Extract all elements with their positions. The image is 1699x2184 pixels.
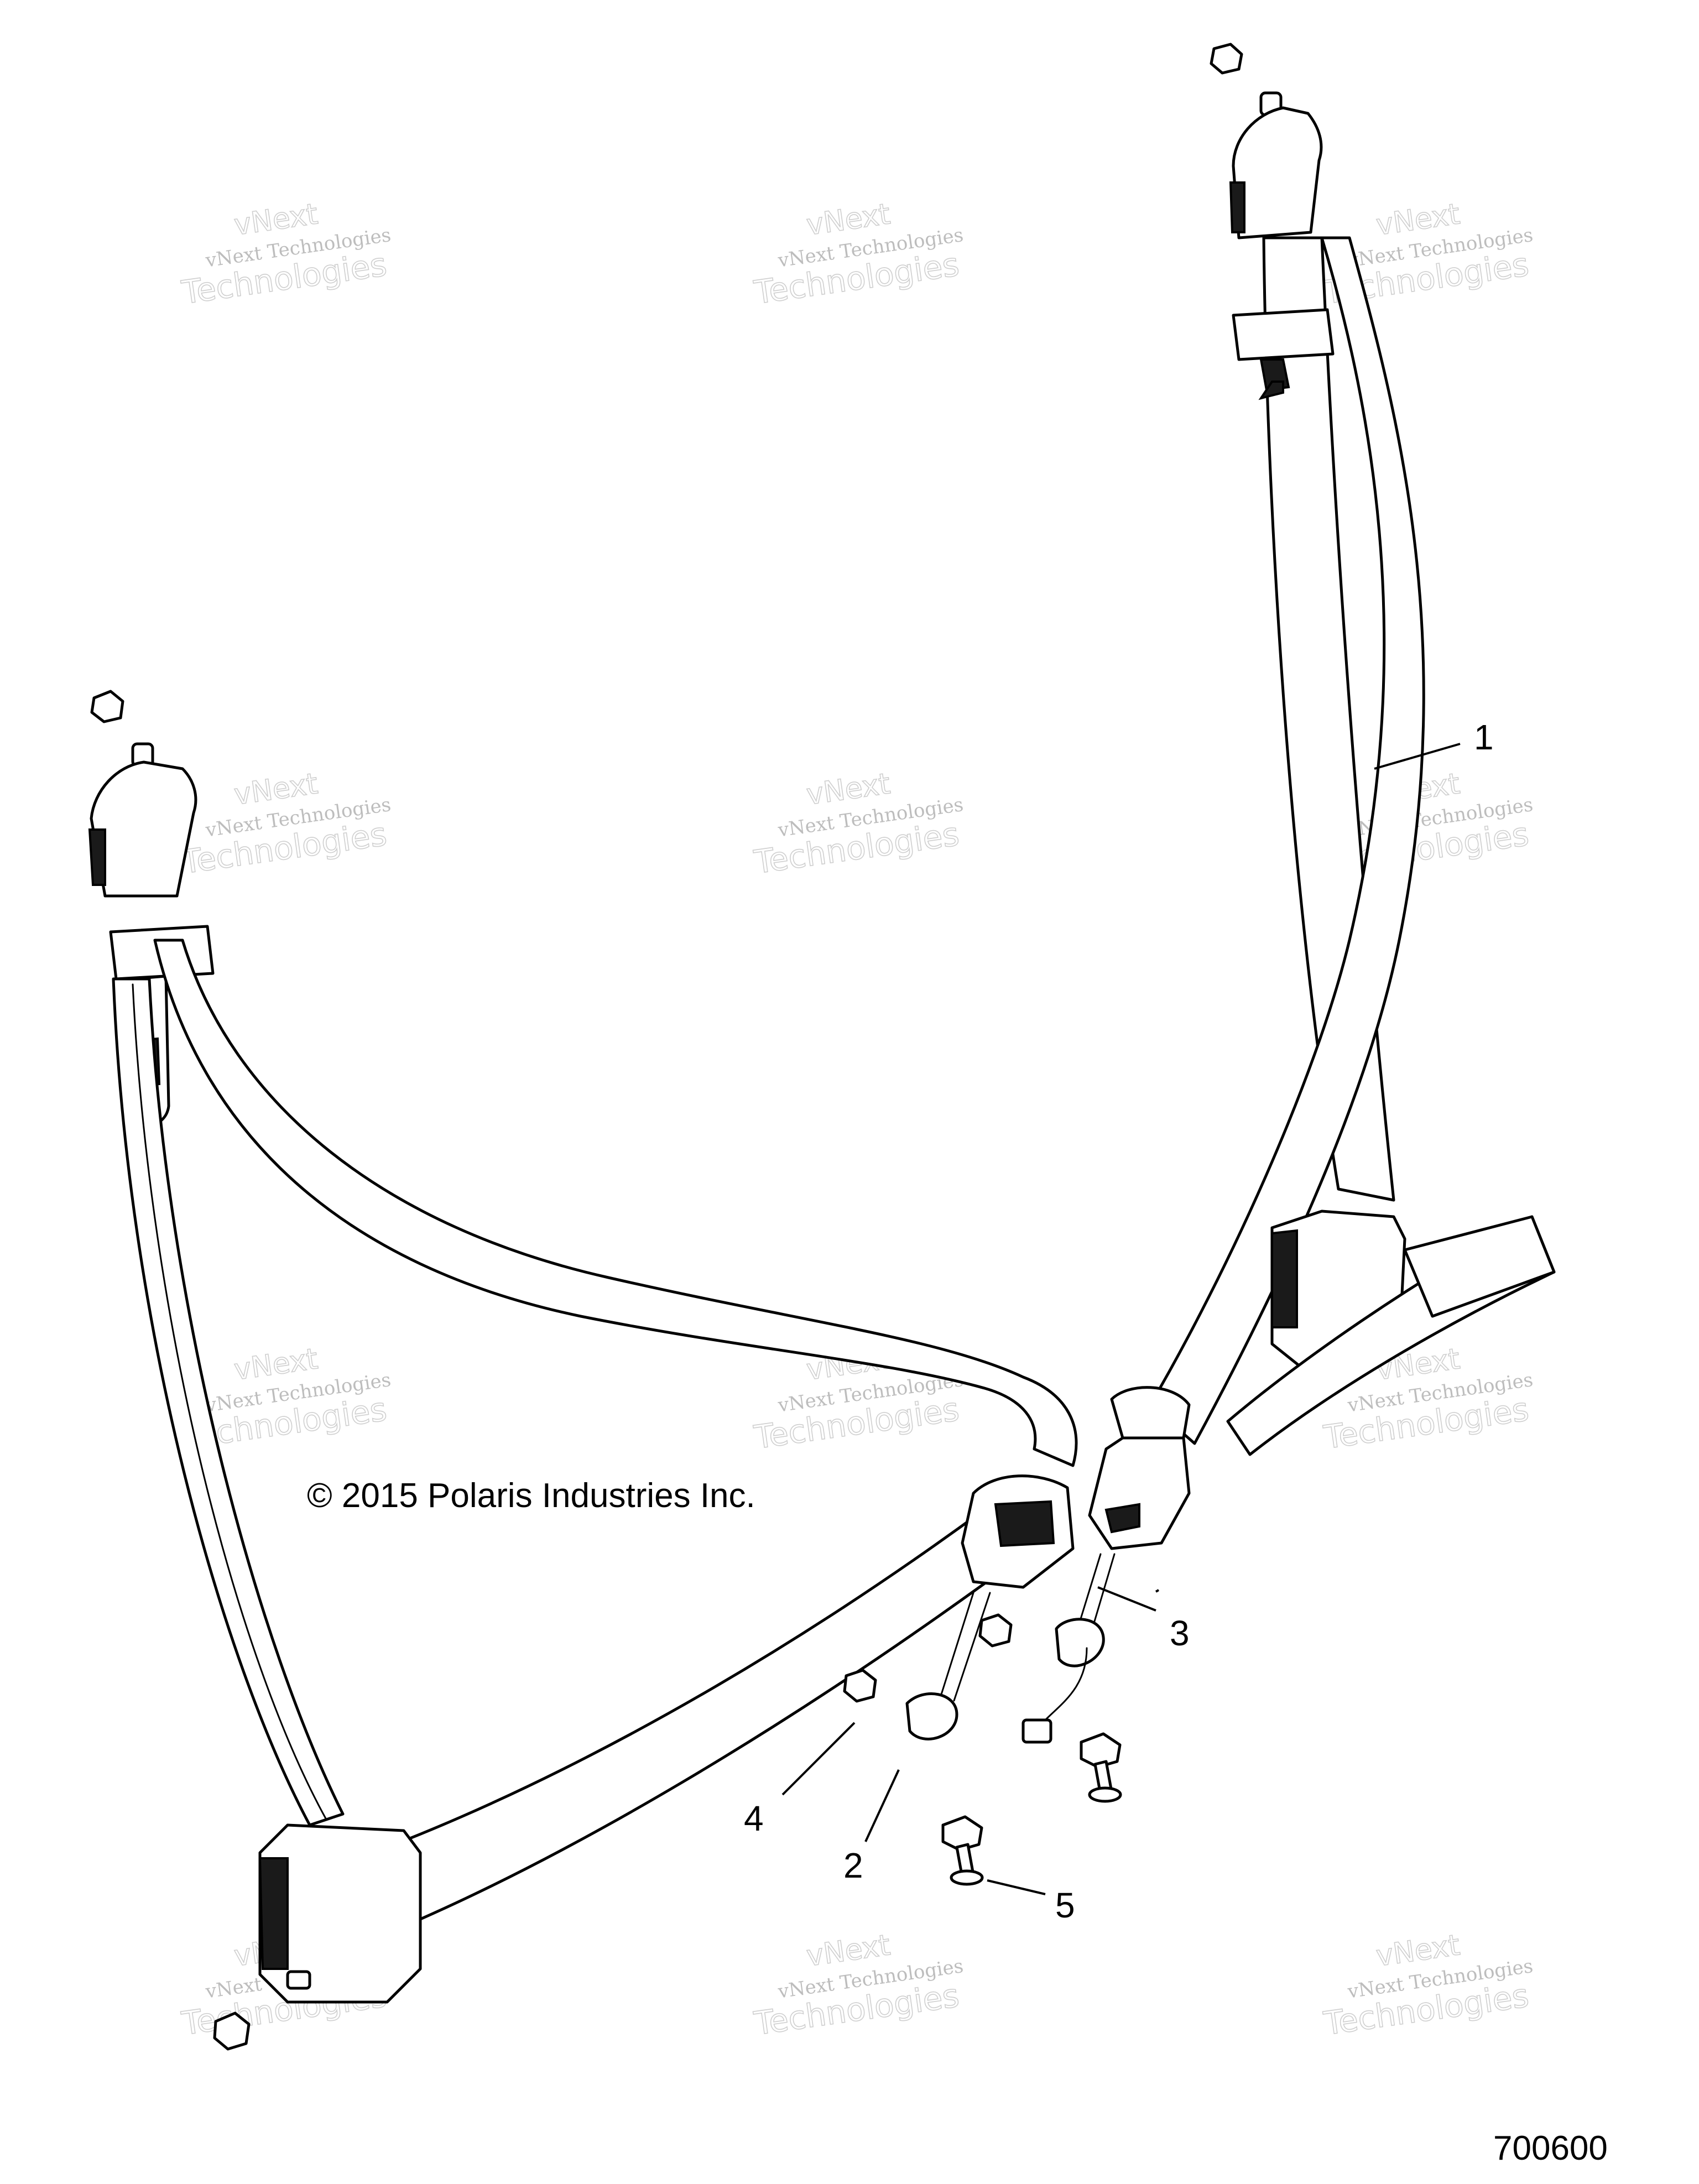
left-retractor-nut bbox=[213, 2011, 251, 2051]
hex-nut-lower bbox=[843, 1669, 877, 1703]
left-tongue-cable-a bbox=[939, 1592, 974, 1699]
watermark: vNext vNext Technologies Technologies bbox=[751, 1928, 965, 2043]
right-upper-guide-shadow bbox=[1229, 181, 1245, 233]
right-buckle-cable-b bbox=[1091, 1553, 1116, 1630]
left-retractor bbox=[258, 1823, 422, 2004]
right-top-nut bbox=[1210, 43, 1243, 75]
diagram-id: 700600 bbox=[1493, 2129, 1608, 2167]
leader-1 bbox=[1374, 743, 1461, 770]
right-tongue-plate-stowed bbox=[1258, 380, 1284, 400]
left-rear-webbing bbox=[112, 977, 345, 1827]
right-buckle-release bbox=[1104, 1503, 1140, 1534]
left-tongue-cable-b bbox=[953, 1592, 991, 1702]
right-buckle-cable-a bbox=[1077, 1553, 1102, 1627]
leader-3b bbox=[1097, 1586, 1156, 1612]
watermark: vNext vNext Technologies Technologies bbox=[1321, 1928, 1534, 2043]
right-seat-belt-assembly bbox=[1022, 43, 1556, 1744]
leader-5 bbox=[987, 1879, 1046, 1895]
leader-2 bbox=[864, 1769, 900, 1842]
watermark: vNext vNext Technologies Technologies bbox=[751, 767, 965, 882]
watermark: vNext vNext Technologies Technologies bbox=[751, 197, 965, 312]
left-upper-guide bbox=[90, 760, 197, 898]
hex-nut-upper bbox=[978, 1613, 1013, 1648]
left-seat-belt-assembly bbox=[88, 690, 1078, 2051]
left-upper-guide-shadow bbox=[88, 828, 106, 886]
right-retractor-cover bbox=[1271, 1229, 1298, 1328]
right-buckle-collar bbox=[1110, 1386, 1191, 1440]
callout-5: 5 bbox=[1055, 1885, 1075, 1925]
callout-labels: 1 2 3 4 5 bbox=[744, 717, 1494, 1925]
left-retractor-stud bbox=[286, 1970, 311, 1990]
watermark: vNext vNext Technologies Technologies bbox=[179, 197, 392, 312]
callout-2: 2 bbox=[843, 1846, 863, 1885]
left-shoulder-webbing bbox=[153, 939, 1078, 1467]
left-retractor-cover bbox=[258, 1857, 289, 1970]
flange-bolt-lower bbox=[941, 1815, 984, 1886]
left-top-nut bbox=[90, 690, 124, 723]
left-tongue-lug bbox=[905, 1692, 958, 1740]
right-upper-guide bbox=[1232, 106, 1323, 239]
copyright-notice: © 2015 Polaris Industries Inc. bbox=[307, 1477, 755, 1515]
left-rear-webbing-twist bbox=[132, 983, 327, 1821]
watermark: vNext vNext Technologies Technologies bbox=[179, 767, 392, 882]
right-buckle-wire bbox=[1044, 1647, 1088, 1721]
leader-3 bbox=[1155, 1589, 1160, 1593]
loose-hardware bbox=[843, 1613, 1122, 1886]
right-belt-holder bbox=[1232, 308, 1335, 361]
right-shoulder-webbing-front bbox=[1149, 236, 1425, 1445]
callout-3: 3 bbox=[1170, 1613, 1190, 1653]
right-lap-webbing-end bbox=[1403, 1215, 1556, 1318]
callout-leaders bbox=[781, 743, 1461, 1895]
callout-1: 1 bbox=[1474, 717, 1494, 757]
right-buckle-eyelet bbox=[1055, 1618, 1105, 1667]
callout-4: 4 bbox=[744, 1799, 764, 1838]
right-buckle-connector bbox=[1022, 1718, 1052, 1744]
flange-bolt-upper bbox=[1080, 1732, 1122, 1803]
left-tongue-latch-grip bbox=[994, 1500, 1055, 1547]
leader-4 bbox=[781, 1722, 856, 1796]
